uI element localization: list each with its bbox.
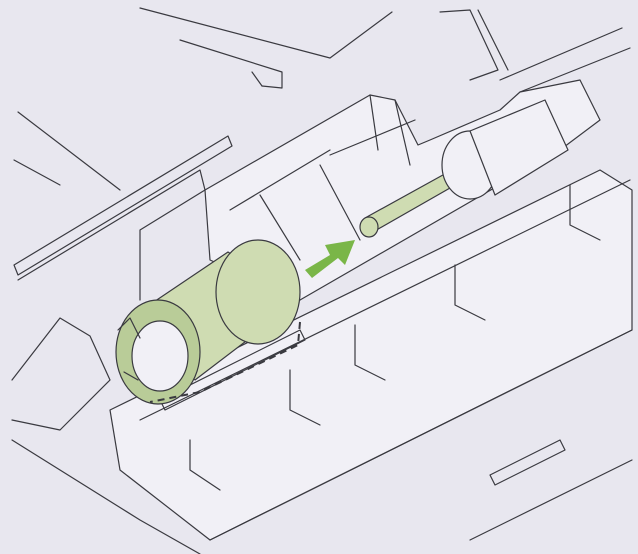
arrow-right-icon: [305, 240, 355, 278]
paper-tray: [109, 169, 633, 541]
pickup-roller: [115, 239, 301, 405]
printer-top-cover: [13, 7, 631, 191]
roller-shaft: [359, 99, 569, 238]
alignment-guide-dashed: [149, 321, 301, 403]
